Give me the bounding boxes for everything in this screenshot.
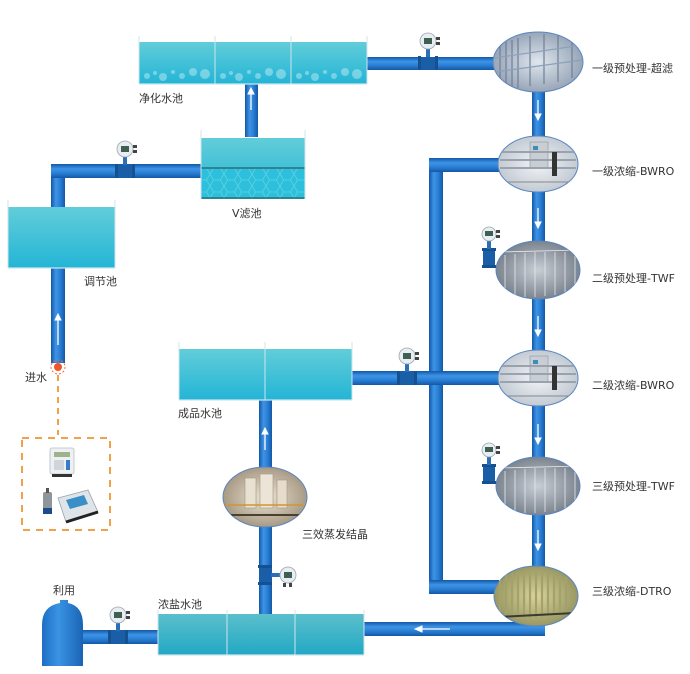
- arrow-down-icon: [534, 316, 542, 338]
- flowmeter-icon[interactable]: [397, 347, 419, 385]
- label-stage-bwro-2: 二级浓缩-BWRO: [592, 379, 675, 392]
- inlet-sensor-point[interactable]: [50, 359, 66, 375]
- flowmeter-icon[interactable]: [258, 565, 297, 587]
- label-purified-tank: 净化水池: [139, 92, 183, 105]
- arrow-up-icon: [247, 86, 255, 110]
- flowmeter-icon[interactable]: [108, 606, 130, 644]
- arrow-up-icon: [261, 426, 269, 450]
- reuse-tower-icon: [42, 600, 83, 666]
- pipe-loop-top: [429, 158, 499, 172]
- level-controller-icon[interactable]: [57, 489, 99, 524]
- arrow-down-icon: [534, 424, 542, 446]
- label-v-filter: V滤池: [232, 207, 262, 220]
- level-sensor-icon[interactable]: [43, 488, 52, 514]
- equipment-dtro[interactable]: [493, 565, 579, 627]
- flowmeter-icon[interactable]: [481, 226, 500, 268]
- arrow-up-icon: [54, 312, 62, 345]
- flowmeter-icon[interactable]: [418, 32, 440, 70]
- tank-product: [178, 342, 353, 401]
- arrow-down-icon: [534, 530, 542, 552]
- label-inlet: 进水: [25, 371, 47, 384]
- label-evaporator: 三效蒸发结晶: [302, 528, 368, 541]
- equipment-bwro-2[interactable]: [497, 349, 579, 407]
- equipment-bwro-1[interactable]: [497, 135, 579, 193]
- ultrasonic-flowmeter-icon[interactable]: [49, 447, 75, 477]
- label-product-tank: 成品水池: [178, 407, 222, 420]
- equipment-uf[interactable]: [492, 31, 584, 93]
- label-brine-tank: 浓盐水池: [158, 598, 202, 611]
- label-regulating-tank: 调节池: [84, 275, 117, 288]
- flowmeter-icon[interactable]: [115, 140, 137, 178]
- instrument-dashed-box: [21, 437, 111, 531]
- bubbles: [144, 68, 362, 81]
- equipment-twf-2[interactable]: [495, 240, 581, 300]
- label-stage-uf: 一级预处理-超滤: [592, 62, 673, 75]
- label-stage-bwro-1: 一级浓缩-BWRO: [592, 165, 675, 178]
- tank-brine: [157, 610, 365, 656]
- pipe-loop-bottom: [429, 580, 499, 594]
- tank-v-filter: [200, 130, 306, 199]
- tank-regulating: [7, 200, 116, 269]
- arrow-left-icon: [413, 625, 450, 633]
- label-stage-twf-2: 二级预处理-TWF: [592, 272, 675, 285]
- pipe-return-to-brine: [364, 622, 545, 636]
- equipment-evaporator[interactable]: [222, 466, 308, 528]
- label-stage-dtro: 三级浓缩-DTRO: [592, 585, 672, 598]
- tank-purified: [138, 36, 368, 85]
- arrow-down-icon: [534, 100, 542, 122]
- label-stage-twf-3: 三级预处理-TWF: [592, 480, 675, 493]
- flow-arrows: [54, 86, 542, 633]
- arrow-down-icon: [534, 208, 542, 230]
- pipe-product-to-loop: [352, 371, 502, 385]
- label-reuse: 利用: [53, 584, 75, 597]
- equipment-twf-3[interactable]: [495, 456, 581, 516]
- flowmeter-icon[interactable]: [481, 442, 500, 484]
